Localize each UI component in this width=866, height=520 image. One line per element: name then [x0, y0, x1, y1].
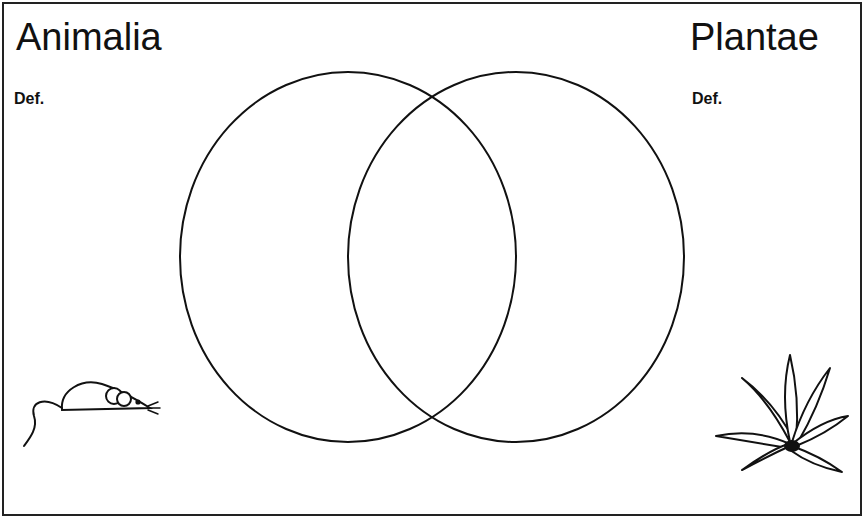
definition-label: Def. — [692, 90, 722, 108]
plant-leaf — [792, 416, 848, 446]
mouse-drawing — [24, 382, 160, 446]
plant-leaf — [785, 355, 797, 442]
plant-leaf — [742, 444, 790, 470]
plant-drawing — [716, 355, 848, 472]
set-title: Plantae — [690, 16, 819, 60]
set-title: Animalia — [16, 16, 162, 60]
mouse-tail — [24, 402, 62, 446]
mouse-eye — [136, 400, 139, 403]
definition-label: Def. — [14, 90, 44, 108]
page-frame — [3, 3, 861, 515]
mouse-body — [62, 382, 150, 410]
mouse-ear — [117, 392, 131, 406]
plant-base — [785, 441, 799, 451]
mouse-whiskers — [148, 402, 160, 414]
plant-leaf — [716, 433, 790, 448]
plantae-circle — [348, 72, 684, 442]
